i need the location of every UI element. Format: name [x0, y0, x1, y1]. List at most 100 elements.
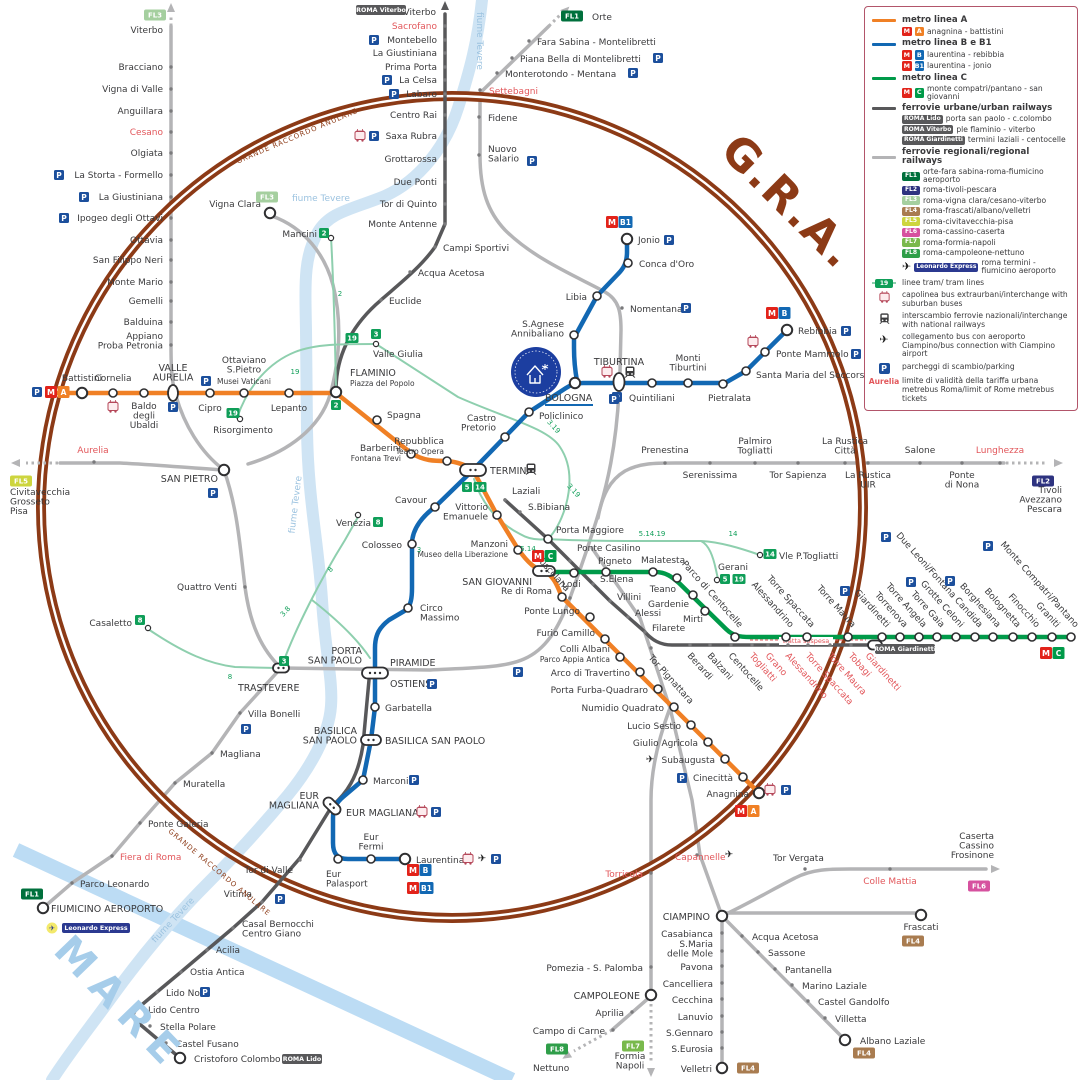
station-dot: [513, 545, 523, 555]
badge-text: P: [56, 171, 62, 180]
station-quattro-venti: Quattro Venti: [177, 583, 247, 593]
station-tick: [231, 926, 235, 930]
station-label: Settebagni: [489, 87, 538, 97]
station-vle-p-togliatti: Vle P.Togliatti: [756, 551, 838, 562]
station-dot: [802, 632, 812, 642]
metro-m-icon: M: [902, 61, 912, 71]
station-tick: [688, 643, 692, 647]
station-dot: [239, 388, 249, 398]
station-anguillara: Anguillara: [117, 107, 173, 117]
bus-wheel: [754, 345, 757, 348]
gra-ring-gap: [39, 94, 865, 920]
station-dot: [600, 634, 610, 644]
station-label: La Giustiniana: [373, 49, 437, 59]
line-fl4-fl6-cassino: [590, 546, 724, 918]
station-label: Casaletto: [89, 619, 132, 629]
station-re-di-roma: Re di Roma: [501, 587, 567, 602]
logo-house-icon: [526, 365, 544, 384]
station-label: Battistini: [62, 374, 102, 384]
badge-text: P: [842, 587, 848, 596]
station-tiburtina: TIBURTINA: [593, 357, 645, 392]
station-bologna: BOLOGNA: [545, 376, 593, 404]
legend-item-label: metro linea B e B1: [902, 38, 992, 49]
metro-line-icon: [419, 864, 432, 876]
station-dot: [843, 632, 853, 642]
station-cesano: Cesano: [130, 128, 173, 138]
tag-badge-roma-giardinetti: ROMA Giardinetti: [874, 644, 936, 654]
parking-icon: [906, 577, 916, 587]
station-muratella: Muratella: [173, 780, 225, 790]
station-dot: [970, 632, 980, 642]
metro-line-icon: B: [914, 50, 924, 60]
oval-dot: [282, 666, 285, 670]
legend-sub-text: laurentina - rebibbia: [927, 50, 1005, 60]
station-filarete: Filarete: [643, 624, 686, 634]
station-dot: [623, 258, 633, 268]
tag-bg: [62, 923, 130, 933]
station-label: Porta Maggiore: [556, 526, 624, 536]
station-tick: [510, 56, 514, 60]
badge-text: P: [371, 132, 377, 141]
parking-badge: P: [79, 192, 89, 202]
station-tick: [766, 643, 770, 647]
station-label: Pavona: [680, 963, 713, 973]
station-tick: [443, 92, 447, 96]
metro-m-icon: [766, 307, 778, 319]
station-dot: [372, 415, 382, 425]
station-label: Vitinia: [224, 890, 252, 900]
badge-text: P: [843, 327, 849, 336]
parking-icon: [653, 53, 663, 63]
logo-circle: [511, 347, 561, 397]
parking-icon: [275, 894, 285, 904]
suburban-bus-icon: [601, 365, 613, 378]
station-lunghezza: Lunghezza: [976, 446, 1024, 465]
tram-number-icon: [720, 574, 730, 584]
bus-wheel: [766, 793, 769, 796]
station-nomentana: Nomentana: [620, 305, 683, 315]
oval-dot: [545, 569, 548, 573]
station-prenestina: Prenestina: [641, 446, 689, 465]
suburban-bus-icon: [416, 805, 428, 818]
station-colosseo: Colosseo: [362, 539, 417, 551]
fl-badge-fl7: FL7: [622, 1040, 644, 1052]
tram-stop-dot: [327, 234, 335, 242]
station-tick: [169, 343, 173, 347]
station-tick: [796, 461, 800, 465]
legend-sub-text: anagnina - battistini: [927, 26, 1004, 36]
parking-badge: P: [653, 53, 663, 63]
line-fl3: [169, 24, 283, 670]
station-dot: [592, 291, 602, 301]
metro-line-icon: [419, 882, 434, 894]
fl-icon: [853, 1047, 875, 1059]
bus-wheel: [464, 862, 467, 865]
station-cristoforo-colombo: Cristoforo Colombo: [173, 1051, 281, 1065]
station-dot: [492, 510, 502, 520]
station-interchange-oval: [360, 734, 382, 746]
station-label: S.Elena: [600, 575, 634, 585]
parking-badge: P: [906, 577, 916, 587]
station-label: Furio Camillo: [536, 629, 595, 639]
station-acqua-acetosa: Acqua Acetosa: [408, 269, 484, 279]
parking-icon: [851, 349, 861, 359]
station-laurentina: Laurentina: [398, 852, 464, 866]
parking-badge: P: [628, 68, 638, 78]
oval-shape: [360, 734, 382, 746]
station-colle-mattia: Colle Mattia: [863, 867, 917, 887]
bus-pantograph: [464, 852, 472, 855]
badge-text: M: [608, 218, 616, 227]
fl-badge-fl2: FL2: [1032, 475, 1054, 487]
tram-stop-dot: [756, 551, 764, 559]
tram-number-icon: [279, 656, 289, 666]
metro-line-icon: [618, 216, 633, 228]
badge-text: P: [493, 855, 499, 864]
station-dot: [932, 632, 942, 642]
station-villa-bonelli: Villa Bonelli: [238, 710, 300, 720]
tram-number-icon: [135, 615, 145, 625]
station-tick: [720, 981, 724, 985]
station-olgiata: Olgiata: [131, 149, 173, 159]
